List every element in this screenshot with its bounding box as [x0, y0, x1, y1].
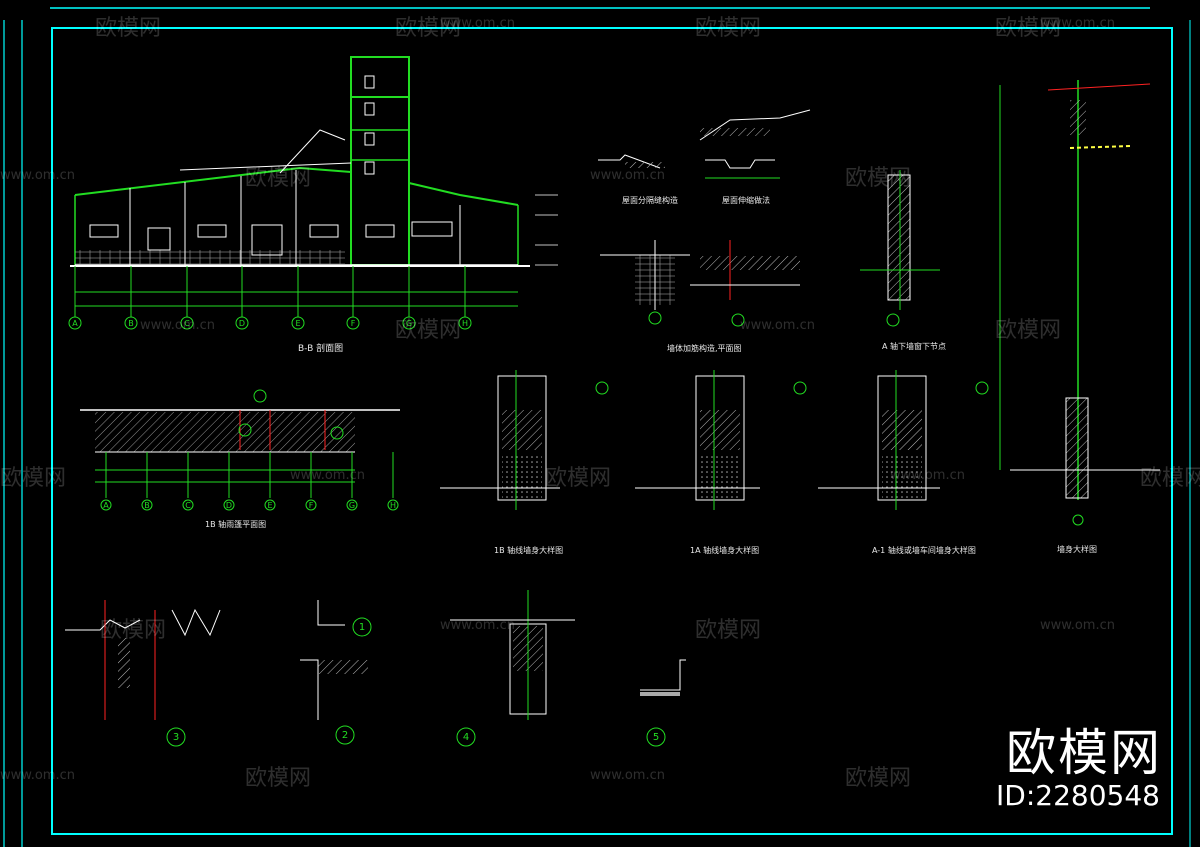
sheet-frame: [3, 7, 1191, 847]
section-axis-bubbles: A B C D E F G H: [68, 266, 472, 330]
roof-detail-2-title: 屋面伸缩做法: [722, 195, 770, 205]
canopy-axis-bubble-label: C: [185, 501, 191, 510]
canopy-axis-bubble-label: A: [103, 501, 109, 510]
axis-bubble-circle: [68, 316, 82, 330]
detail-bubble-circle: [335, 725, 355, 745]
wall-detail-3-title: A-1 轴线或墙车间墙身大样图: [872, 545, 976, 555]
detail-bubble-circle: [166, 727, 186, 747]
parapet-detail-1-2: [300, 600, 368, 720]
gutter-detail-5: [640, 659, 686, 696]
wall-detail-1-title: 1B 轴线墙身大样图: [494, 545, 563, 555]
axis-bubble-label: E: [295, 319, 300, 328]
axis-bubble-circle: [291, 316, 305, 330]
canopy-axis-bubble-label: B: [144, 501, 150, 510]
detail-bubbles: 1 2 3 4 5: [166, 617, 666, 747]
detail-bubble-label: 1: [359, 622, 365, 633]
canopy-axis-bubble-label: E: [267, 501, 272, 510]
wall-section-3: [818, 370, 989, 510]
window-sill-detail: [860, 170, 940, 327]
canopy-axis-bubbles: A B C D E F G H: [100, 452, 399, 511]
axis-bubble-label: H: [462, 319, 468, 328]
detail-bubble-label: 5: [653, 732, 659, 743]
axis-bubble-label: F: [351, 319, 356, 328]
roof-detail-1-title: 屋面分隔缝构造: [622, 195, 678, 205]
brand-name: 欧模网: [1006, 724, 1162, 782]
section-title: B-B 剖面图: [298, 342, 343, 354]
detail-bubble-label: 3: [173, 732, 179, 743]
axis-bubble-label: C: [184, 319, 190, 328]
canopy-axis-bubble-label: F: [309, 501, 314, 510]
axis-bubble-label: A: [72, 319, 78, 328]
axis-bubble-label: B: [128, 319, 134, 328]
detail-bubble-circle: [646, 727, 666, 747]
canopy-axis-bubble-circle: [346, 499, 358, 511]
wall-mesh-title: 墙体加筋构造,平面图: [667, 343, 742, 353]
canopy-axis-bubble-circle: [223, 499, 235, 511]
eave-detail-3: [65, 600, 221, 720]
canopy-axis-bubble-circle: [387, 499, 399, 511]
wall-detail-4-title: 墙身大样图: [1057, 544, 1097, 554]
wall-section-2: [635, 370, 807, 510]
axis-bubble-circle: [124, 316, 138, 330]
canopy-axis-bubble-label: G: [349, 501, 355, 510]
axis-bubble-label: D: [239, 319, 245, 328]
detail-bubble-label: 4: [463, 732, 469, 743]
axis-bubble-circle: [346, 316, 360, 330]
wall-detail-2-title: 1A 轴线墙身大样图: [690, 545, 759, 555]
canopy-axis-bubble-circle: [264, 499, 276, 511]
roof-details: [598, 109, 811, 179]
axis-bubble-circle: [235, 316, 249, 330]
section-elevation: [70, 56, 558, 307]
canopy-axis-bubble-circle: [100, 499, 112, 511]
axis-bubble-circle: [402, 316, 416, 330]
wall-section-1: [440, 370, 609, 510]
brand-id: ID:2280548: [996, 779, 1160, 812]
detail-bubble-circle: [456, 727, 476, 747]
canopy-plan: [80, 389, 400, 483]
canopy-axis-bubble-circle: [305, 499, 317, 511]
detail-bubble-circle: [352, 617, 372, 637]
wall-mesh-details: [600, 240, 800, 327]
wall-section-4: [450, 590, 575, 720]
axis-bubble-label: G: [406, 319, 412, 328]
canopy-axis-bubble-circle: [182, 499, 194, 511]
canopy-axis-bubble-label: H: [390, 501, 396, 510]
axis-bubble-circle: [180, 316, 194, 330]
canopy-title: 1B 轴雨篷平面图: [205, 519, 266, 529]
window-detail-title: A 轴下墙窗下节点: [882, 341, 946, 351]
tall-wall-detail: [999, 80, 1160, 526]
canopy-axis-bubble-label: D: [226, 501, 232, 510]
detail-bubble-label: 2: [342, 730, 348, 741]
canopy-axis-bubble-circle: [141, 499, 153, 511]
axis-bubble-circle: [458, 316, 472, 330]
